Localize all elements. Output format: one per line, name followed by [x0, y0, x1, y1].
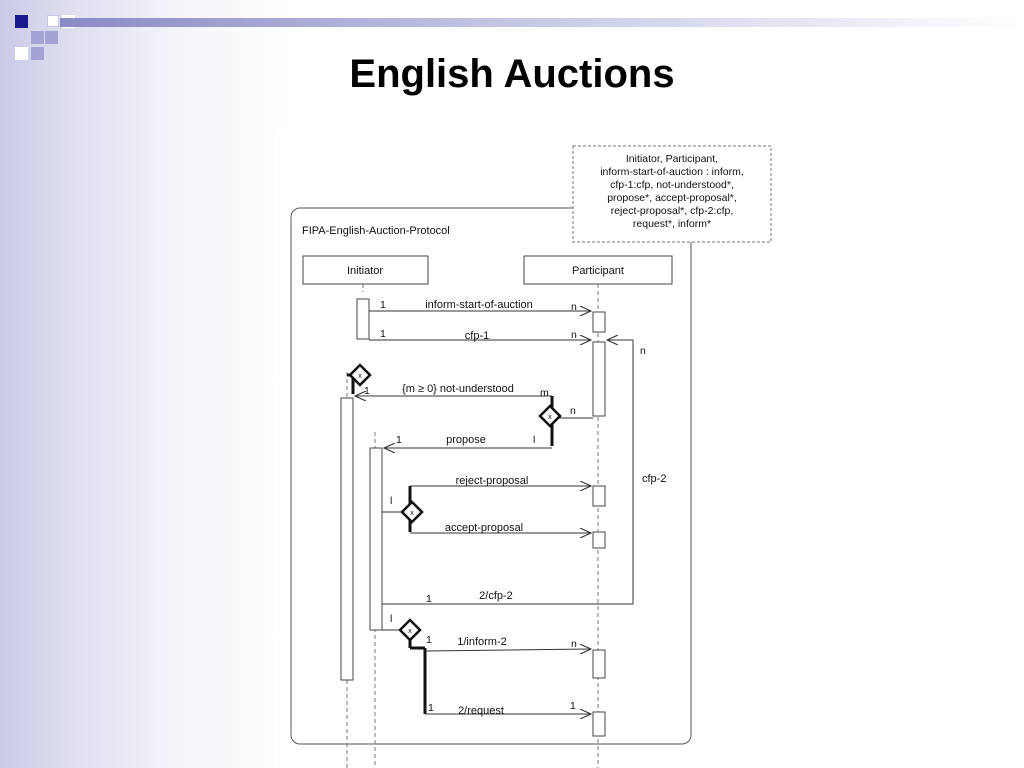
note-line: request*, inform* — [633, 218, 711, 230]
multiplicity-label: n — [571, 301, 577, 313]
xor-mark: x — [408, 628, 412, 635]
message-label: reject-proposal — [456, 475, 529, 487]
multiplicity-label: 1 — [570, 700, 576, 712]
note-box — [572, 145, 772, 243]
activation-bar — [592, 649, 606, 679]
activation-bar — [592, 485, 606, 507]
protocol-frame — [290, 207, 692, 745]
xor-mark: x — [358, 373, 362, 380]
message-label: 2/request — [458, 705, 504, 717]
corner-square-light — [31, 31, 44, 44]
corner-square-pale — [47, 15, 59, 27]
message-arrow — [424, 649, 591, 651]
note-line: Initiator, Participant, — [626, 153, 718, 165]
activation-bar — [356, 298, 370, 340]
xor-decision-icon — [348, 363, 372, 387]
header-rule — [60, 18, 1024, 27]
corner-square-light — [31, 47, 44, 60]
initiator-label: Initiator — [347, 265, 383, 277]
sequence-diagram: FIPA-English-Auction-Protocol Initiator,… — [274, 132, 772, 768]
xor-mark: x — [548, 414, 552, 421]
multiplicity-label: 1 — [396, 434, 402, 446]
multiplicity-label: 1 — [426, 634, 432, 646]
xor-decision-icon — [538, 404, 562, 428]
slide-title: English Auctions — [349, 52, 675, 96]
multiplicity-label: 1 — [428, 702, 434, 714]
initiator-box — [302, 255, 429, 285]
multiplicity-label: n — [570, 405, 576, 417]
corner-square-white — [15, 47, 28, 60]
corner-square-light — [45, 31, 58, 44]
activation-bar — [592, 711, 606, 737]
note-line: reject-proposal*, cfp-2:cfp, — [611, 205, 734, 217]
multiplicity-label: n — [640, 345, 646, 357]
message-label: 2/cfp-2 — [479, 590, 513, 602]
participant-box — [523, 255, 673, 285]
activation-bar — [592, 311, 606, 333]
multiplicity-label: m — [540, 387, 549, 399]
xor-decision-icon — [398, 618, 422, 642]
message-label: accept-proposal — [445, 522, 523, 534]
message-label: inform-start-of-auction — [425, 299, 533, 311]
multiplicity-label: l — [390, 613, 392, 625]
participant-label: Participant — [572, 265, 624, 277]
corner-square-dark — [15, 15, 28, 28]
cfp2-side-label: cfp-2 — [642, 473, 666, 485]
activation-bar — [340, 397, 354, 681]
multiplicity-label: 1 — [380, 328, 386, 340]
message-label: {m ≥ 0} not-understood — [402, 383, 514, 395]
multiplicity-label: l — [390, 495, 392, 507]
activation-bar — [592, 531, 606, 549]
activation-bar — [592, 341, 606, 417]
note-line: cfp-1:cfp, not-understood*, — [610, 179, 734, 191]
note-line: inform-start-of-auction : inform, — [600, 166, 744, 178]
multiplicity-label: 1 — [426, 593, 432, 605]
activation-bar — [369, 447, 383, 631]
xor-mark: x — [410, 510, 414, 517]
multiplicity-label: n — [571, 329, 577, 341]
frame-label: FIPA-English-Auction-Protocol — [302, 225, 450, 237]
diagram-canvas: FIPA-English-Auction-Protocol Initiator,… — [290, 145, 772, 768]
multiplicity-label: 1 — [364, 385, 370, 397]
cfp2-loop-line — [382, 340, 634, 605]
message-label: 1/inform-2 — [457, 636, 507, 648]
multiplicity-label: n — [571, 638, 577, 650]
message-label: propose — [446, 434, 486, 446]
multiplicity-label: l — [533, 434, 535, 446]
xor-decision-icon — [400, 500, 424, 524]
multiplicity-label: 1 — [380, 299, 386, 311]
note-line: propose*, accept-proposal*, — [607, 192, 737, 204]
message-label: cfp-1 — [465, 330, 489, 342]
